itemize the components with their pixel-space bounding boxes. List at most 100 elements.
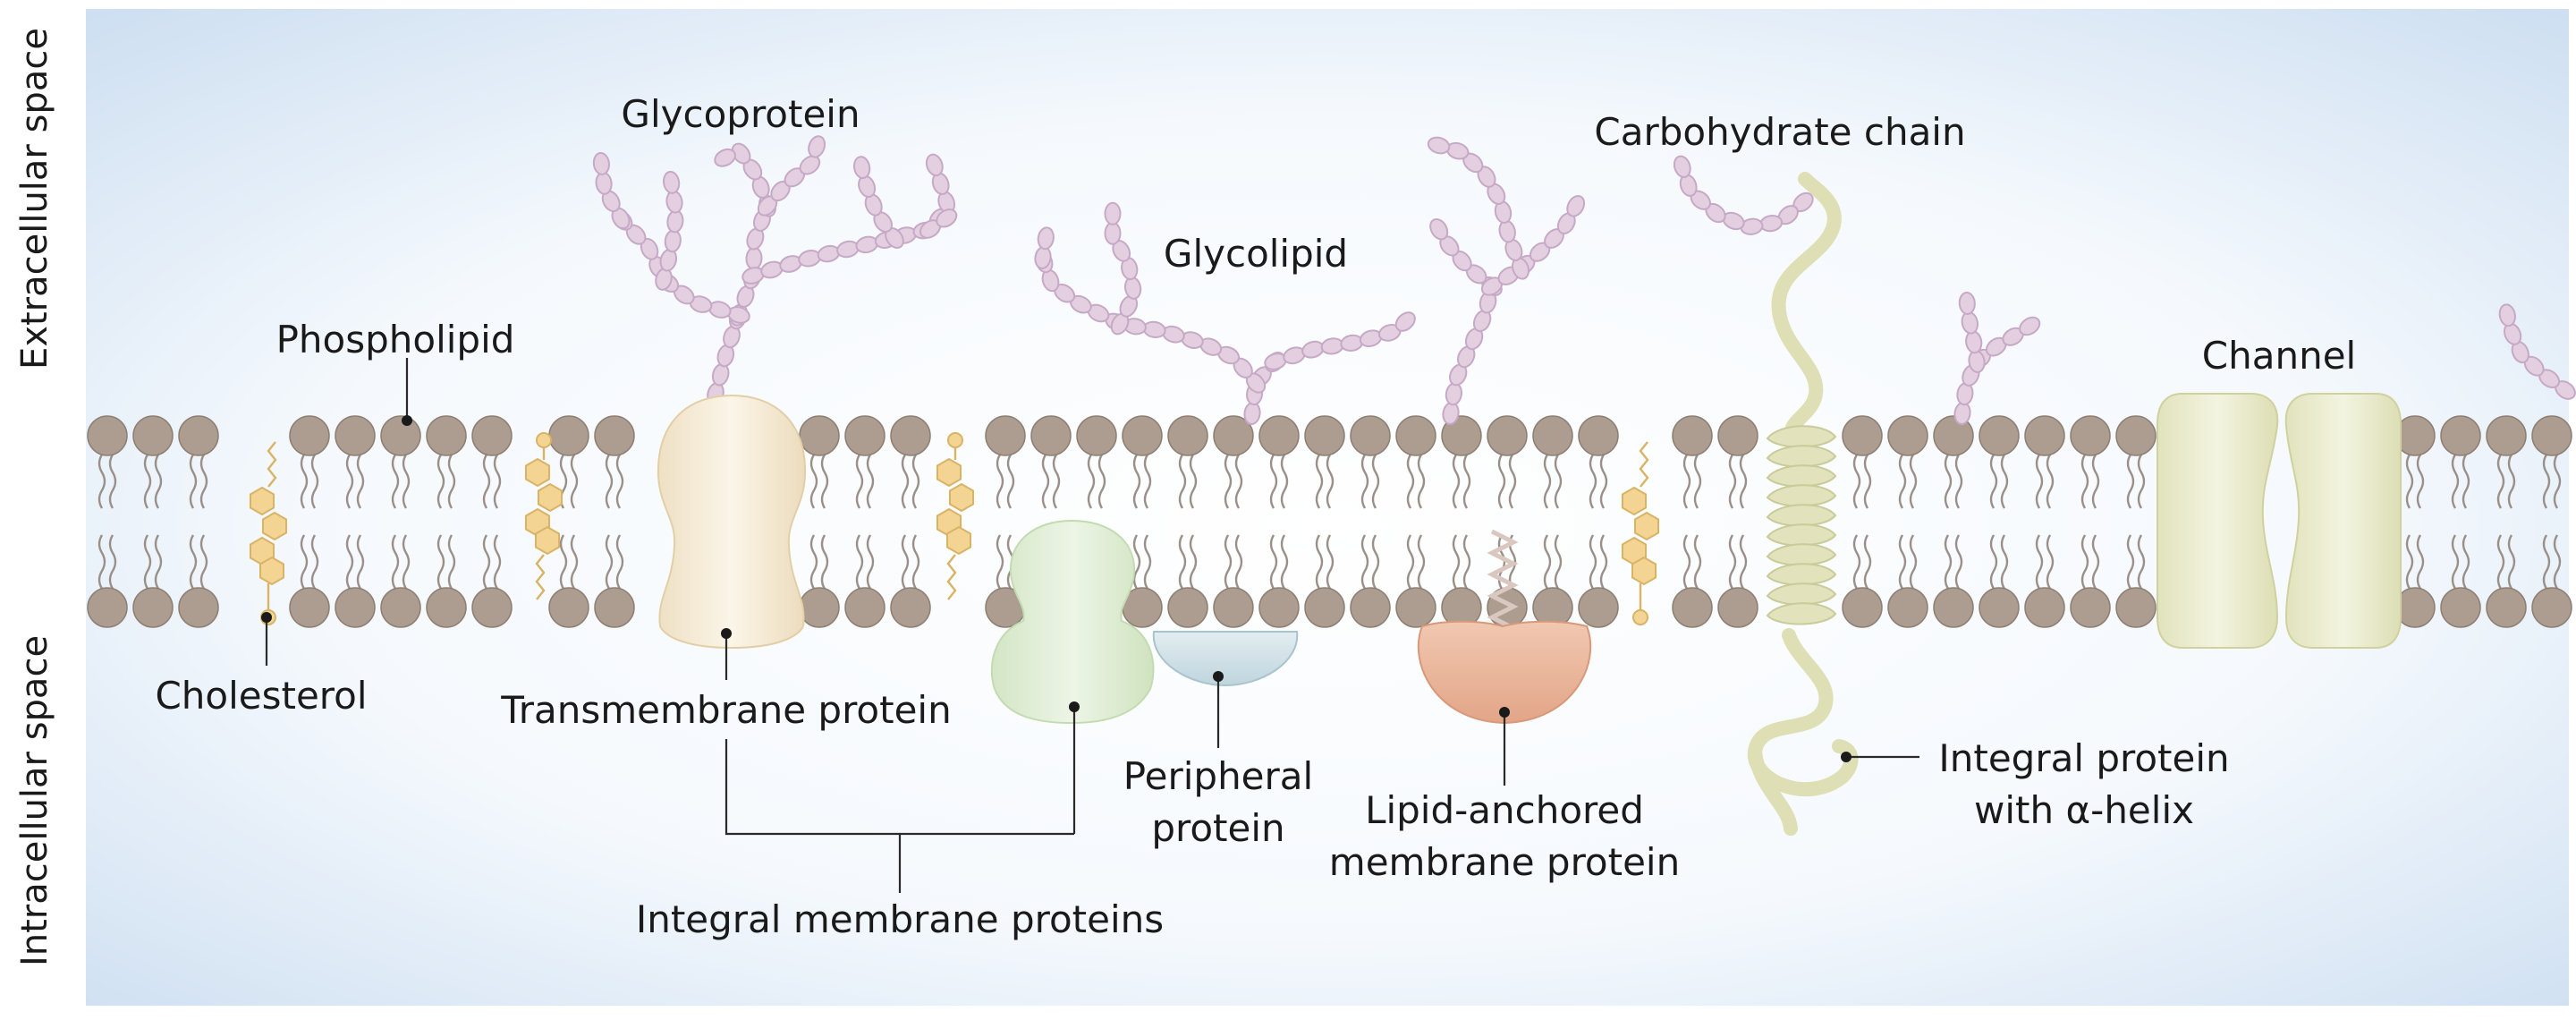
background-panel: [86, 9, 2569, 1006]
lipid-tail: [1898, 454, 1918, 509]
alpha-helix-coils: [1766, 425, 1837, 625]
lipid-tail: [2035, 534, 2055, 590]
sugar-unit: [662, 170, 681, 194]
carbohydrate-chain: [741, 153, 956, 285]
cholesterol-molecule: [1622, 441, 1659, 625]
carbohydrate-chain: [1034, 226, 1055, 269]
phospholipid-molecule: [1842, 415, 1883, 628]
intracellular-space-label: Intracellular space: [14, 635, 55, 966]
lipid-tail: [1178, 534, 1198, 590]
lipid-tail: [1269, 454, 1289, 509]
phospholipid-molecule: [890, 415, 931, 628]
lipid-tail: [1315, 454, 1335, 509]
lipid-tail: [809, 534, 829, 590]
cholesterol-molecule: [936, 432, 974, 600]
sugar-unit: [1429, 217, 1449, 241]
lipid-head: [548, 415, 589, 456]
lipid-tail: [391, 534, 411, 590]
transmembrane-leader-dot: [721, 628, 732, 639]
extracellular-space-label: Extracellular space: [14, 28, 55, 370]
cholesterol-ring: [250, 486, 275, 516]
phospholipid-molecule: [2024, 415, 2065, 628]
lipid-tail: [300, 534, 319, 590]
lipid-tail: [1452, 534, 1471, 590]
channel-right-subunit: [2284, 393, 2402, 649]
lipid-head: [1842, 587, 1883, 628]
lipid-head: [2486, 415, 2527, 456]
lipid-head: [1887, 587, 1928, 628]
cholesterol-ring: [1622, 486, 1647, 516]
phospholipid-molecule: [2394, 415, 2436, 628]
helix-turn: [1766, 445, 1837, 468]
carbohydrate-chain: [919, 208, 958, 239]
sugar-unit: [592, 151, 610, 175]
lipid-tail: [1852, 534, 1872, 590]
lipid-tail: [1682, 534, 1702, 590]
lipid-anchored-leader-dot: [1499, 707, 1510, 718]
lipid-head: [1717, 587, 1758, 628]
cholesterol-hydroxyl: [947, 432, 963, 448]
phospholipid-molecule: [380, 415, 421, 628]
lipid-tail: [97, 534, 117, 590]
lipid-tail: [1543, 454, 1563, 509]
lipid-head: [2070, 587, 2111, 628]
lipid-tail: [143, 454, 163, 509]
lipid-tail: [1360, 534, 1380, 590]
integral-green-protein-shape: [990, 519, 1155, 725]
lipid-head: [1350, 415, 1391, 456]
lipid-tail: [1269, 534, 1289, 590]
carbohydrate-chain: [852, 156, 904, 249]
lipid-head: [890, 587, 931, 628]
lipid-head: [1672, 587, 1713, 628]
lipid-head: [1304, 415, 1345, 456]
lipid-tail: [855, 454, 875, 509]
lipid-bilayer: [87, 415, 2572, 628]
channel-protein: [2157, 393, 2402, 649]
lipid-head: [2486, 587, 2527, 628]
lipid-tail: [2542, 534, 2562, 590]
lipid-tail: [1178, 454, 1198, 509]
integral-bracket: [724, 739, 1074, 836]
lipid-head: [1213, 415, 1254, 456]
phospholipid-molecule: [1122, 415, 1163, 628]
lipid-head: [178, 587, 219, 628]
lipid-head: [594, 415, 635, 456]
carbohydrate-chain-label: Carbohydrate chain: [1594, 110, 1965, 154]
lipid-head: [1076, 415, 1117, 456]
integral-alpha-label-line2: with α-helix: [1974, 788, 2194, 832]
lipid-head: [799, 415, 840, 456]
lipid-head: [1122, 415, 1163, 456]
lipid-head: [548, 587, 589, 628]
lipid-tail: [1087, 454, 1106, 509]
sugar-unit: [808, 135, 826, 158]
helix-turn: [1766, 523, 1837, 547]
lipid-tail: [97, 454, 117, 509]
lipid-head: [1350, 587, 1391, 628]
lipid-head: [1030, 415, 1072, 456]
phospholipid-leader-dot: [402, 415, 412, 426]
lipid-head: [1578, 415, 1619, 456]
cholesterol-ring: [1631, 556, 1657, 586]
lipid-head: [335, 587, 376, 628]
lipid-head: [890, 415, 931, 456]
lipid-head: [985, 415, 1026, 456]
lipid-head: [2531, 587, 2572, 628]
lipid-head: [844, 415, 886, 456]
lipid-head: [1395, 415, 1436, 456]
lipid-head: [1167, 415, 1208, 456]
lipid-tail: [1728, 534, 1748, 590]
phospholipid-molecule: [1887, 415, 1928, 628]
lipid-head: [1933, 415, 1974, 456]
sugar-unit: [852, 156, 871, 179]
lipid-tail: [1452, 454, 1471, 509]
lipid-tail: [482, 454, 502, 509]
sugar-unit: [2019, 316, 2041, 336]
lipid-head: [844, 587, 886, 628]
cholesterol-ring: [538, 482, 563, 513]
phospholipid-molecule: [471, 415, 513, 628]
phospholipid-molecule: [548, 415, 589, 628]
peripheral-protein-label-line2: protein: [1151, 806, 1284, 850]
phospholipid-molecule: [2440, 415, 2481, 628]
peripheral-protein-label-line1: Peripheral: [1123, 754, 1313, 798]
lipid-anchored-protein-shape: [1417, 620, 1592, 725]
